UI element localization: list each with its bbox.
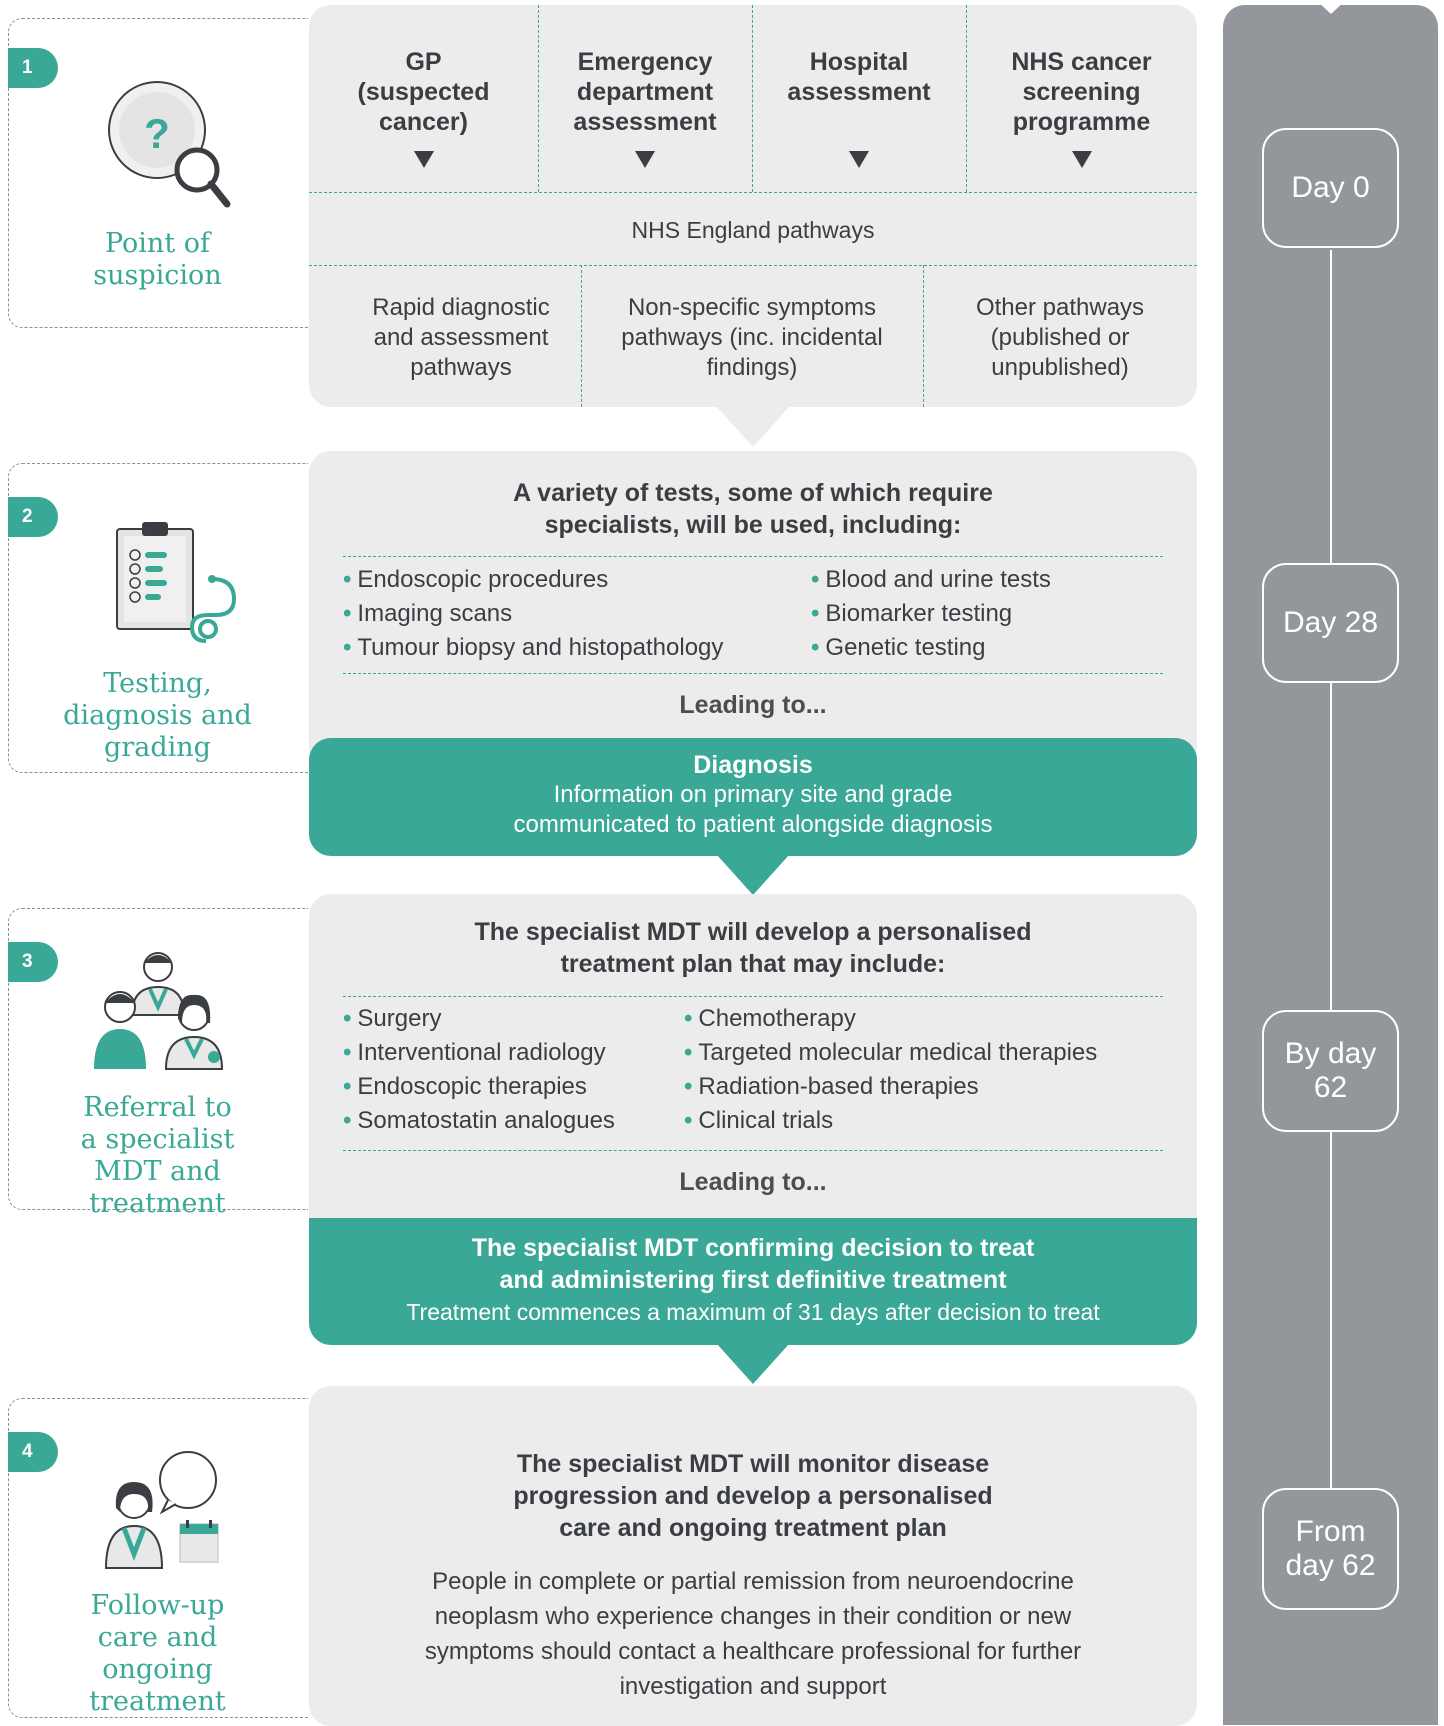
list-item: Clinical trials bbox=[684, 1104, 1097, 1138]
divider bbox=[309, 265, 1197, 266]
diagnosis-title: Diagnosis bbox=[693, 751, 813, 779]
testing-heading: A variety of tests, some of which requir… bbox=[513, 479, 993, 539]
treatment-decision-box: The specialist MDT confirming decision t… bbox=[309, 1218, 1197, 1345]
tests-list-left: Endoscopic procedures Imaging scans Tumo… bbox=[343, 563, 723, 665]
divider bbox=[309, 192, 1197, 193]
stage-2-badge: 2 bbox=[8, 497, 58, 537]
pathway-other: Other pathways (published or unpublished… bbox=[975, 294, 1145, 381]
list-item: Endoscopic procedures bbox=[343, 563, 723, 597]
followup-heading: The specialist MDT will monitor disease … bbox=[513, 1450, 993, 1542]
list-item: Genetic testing bbox=[811, 631, 1051, 665]
source-hospital: Hospital assessment bbox=[752, 5, 966, 197]
list-item: Blood and urine tests bbox=[811, 563, 1050, 597]
source-label: GP (suspected cancer) bbox=[357, 48, 490, 136]
stage-2-label: Testing, diagnosis and grading bbox=[63, 668, 252, 763]
followup-text: People in complete or partial remission … bbox=[424, 1568, 1082, 1700]
source-screening: NHS cancer screening programme bbox=[966, 5, 1197, 197]
divider bbox=[538, 5, 539, 192]
stage-3-badge: 3 bbox=[8, 942, 58, 982]
source-label: Emergency department assessment bbox=[573, 48, 717, 136]
leading-to: Leading to... bbox=[679, 1168, 827, 1196]
source-gp: GP (suspected cancer) bbox=[309, 5, 538, 197]
divider bbox=[923, 265, 924, 407]
list-item: Somatostatin analogues bbox=[343, 1104, 615, 1138]
timeline-line bbox=[1330, 250, 1332, 1490]
divider bbox=[343, 996, 1163, 997]
treatment-list-right: Chemotherapy Targeted molecular medical … bbox=[684, 1002, 1097, 1138]
stage-2-frame bbox=[8, 463, 308, 773]
treatment-decision-text: Treatment commences a maximum of 31 days… bbox=[406, 1299, 1100, 1325]
suspicion-panel: GP (suspected cancer) Emergency departme… bbox=[309, 5, 1197, 407]
divider bbox=[343, 673, 1163, 674]
down-triangle-icon bbox=[849, 151, 869, 168]
pathways-title: NHS England pathways bbox=[631, 217, 875, 243]
flow-arrow bbox=[717, 1344, 789, 1384]
stage-1-label: Point of suspicion bbox=[93, 228, 222, 291]
diagnosis-box: Diagnosis Information on primary site an… bbox=[309, 738, 1197, 856]
divider bbox=[966, 5, 967, 192]
divider bbox=[581, 265, 582, 407]
list-item: Interventional radiology bbox=[343, 1036, 615, 1070]
timeline-day-28: Day 28 bbox=[1262, 563, 1399, 683]
stage-3-label: Referral to a specialist MDT and treatme… bbox=[80, 1092, 235, 1219]
treatment-list-left: Surgery Interventional radiology Endosco… bbox=[343, 1002, 615, 1138]
divider bbox=[343, 556, 1163, 557]
diagnosis-text: Information on primary site and grade co… bbox=[513, 781, 993, 838]
list-item: Endoscopic therapies bbox=[343, 1070, 615, 1104]
down-triangle-icon bbox=[413, 151, 434, 168]
list-item: Surgery bbox=[343, 1002, 615, 1036]
divider bbox=[752, 5, 753, 192]
pathway-non-specific: Non-specific symptoms pathways (inc. inc… bbox=[621, 294, 883, 381]
source-emergency: Emergency department assessment bbox=[538, 5, 752, 197]
medical-team-icon bbox=[90, 945, 230, 1080]
source-label: Hospital assessment bbox=[787, 48, 931, 106]
list-item: Chemotherapy bbox=[684, 1002, 1097, 1036]
down-triangle-icon bbox=[1071, 151, 1092, 168]
timeline-day-0: Day 0 bbox=[1262, 128, 1399, 248]
followup-panel: The specialist MDT will monitor disease … bbox=[309, 1386, 1197, 1726]
timeline-by-day-62: By day 62 bbox=[1262, 1010, 1399, 1132]
timeline-label: Day 28 bbox=[1282, 606, 1379, 639]
list-item: Imaging scans bbox=[343, 597, 723, 631]
stage-4-badge: 4 bbox=[8, 1432, 58, 1472]
timeline-label: From day 62 bbox=[1285, 1515, 1376, 1582]
treatment-decision-title: The specialist MDT confirming decision t… bbox=[471, 1234, 1035, 1294]
stage-4-label: Follow-up care and ongoing treatment bbox=[89, 1590, 226, 1717]
svg-text:?: ? bbox=[144, 110, 170, 157]
treatment-heading: The specialist MDT will develop a person… bbox=[474, 918, 1032, 978]
magnifier-question-icon: ? bbox=[105, 78, 235, 215]
list-item: Biomarker testing bbox=[811, 597, 1051, 631]
list-item: Radiation-based therapies bbox=[684, 1070, 1097, 1104]
clipboard-stethoscope-icon bbox=[112, 517, 242, 650]
leading-to: Leading to... bbox=[679, 691, 827, 719]
flow-arrow bbox=[717, 855, 789, 895]
down-triangle-icon bbox=[635, 151, 655, 168]
stage-1-frame bbox=[8, 18, 308, 328]
doctor-chat-calendar-icon bbox=[96, 1450, 226, 1575]
pathway-rapid: Rapid diagnostic and assessment pathways bbox=[372, 294, 550, 381]
list-item: Tumour biopsy and histopathology bbox=[343, 631, 723, 665]
timeline-top-notch bbox=[1316, 0, 1346, 14]
list-item: Targeted molecular medical therapies bbox=[684, 1036, 1097, 1070]
tests-list-right: Blood and urine tests Biomarker testing … bbox=[811, 563, 1051, 665]
timeline-label: By day 62 bbox=[1284, 1037, 1377, 1104]
timeline-from-day-62: From day 62 bbox=[1262, 1488, 1399, 1610]
stage-1-badge: 1 bbox=[8, 48, 58, 88]
timeline-label: Day 0 bbox=[1291, 171, 1370, 204]
source-label: NHS cancer screening programme bbox=[1011, 48, 1152, 136]
stage-3-frame bbox=[8, 908, 308, 1210]
flow-arrow bbox=[717, 407, 789, 447]
divider bbox=[343, 1150, 1163, 1151]
